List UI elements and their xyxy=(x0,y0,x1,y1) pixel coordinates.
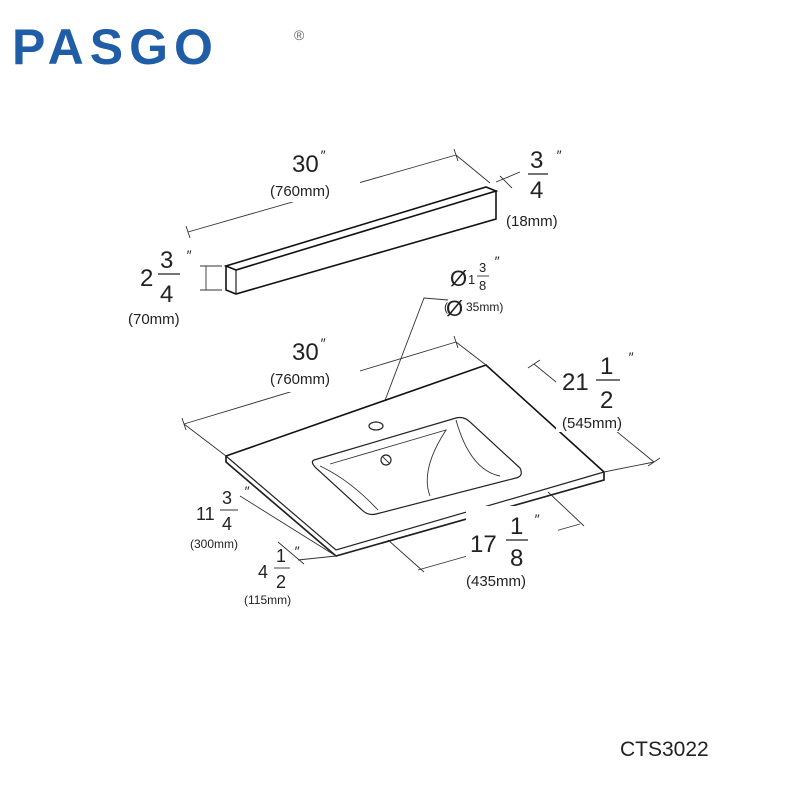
front-offset-tick xyxy=(277,541,305,565)
brand-name: PASGO xyxy=(12,19,219,75)
vanity-width-inch: ″ xyxy=(320,335,326,351)
faucet-hole-numerator: 3 xyxy=(479,260,486,275)
bowl-width-ext-left xyxy=(387,539,425,573)
backsplash-top-face xyxy=(223,186,499,271)
faucet-hole-metric: 35mm) xyxy=(466,300,503,314)
backsplash-height-whole: 2 xyxy=(140,265,153,292)
backsplash-width-label-bg xyxy=(268,146,360,202)
front-offset-denominator: 2 xyxy=(276,572,286,592)
bowl-width-inch: ″ xyxy=(534,511,540,527)
front-offset-metric: (115mm) xyxy=(244,593,291,607)
left-offset-inch: ″ xyxy=(244,483,250,499)
faucet-hole xyxy=(368,421,384,431)
backsplash-thickness-denominator: 4 xyxy=(530,177,543,204)
front-offset-ext xyxy=(297,555,337,561)
backsplash-thickness-inch: ″ xyxy=(556,147,562,163)
bowl-width-label-bg xyxy=(466,506,558,592)
left-offset-metric: (300mm) xyxy=(190,537,238,551)
basin-drain xyxy=(380,454,392,466)
bowl-width-whole: 17 xyxy=(470,531,497,558)
backsplash-height-denominator: 4 xyxy=(160,281,173,308)
backsplash-thickness-numerator: 3 xyxy=(530,147,543,174)
faucet-hole-whole: 1 xyxy=(468,272,475,287)
backsplash-drawing: 30 ″ (760mm) 3 4 ″ (18mm) 2 3 4 ″ (70mm) xyxy=(128,146,562,328)
bowl-width-numerator: 1 xyxy=(510,513,523,540)
backsplash-thickness-tick xyxy=(499,175,513,189)
left-offset-dim-line xyxy=(239,495,337,557)
backsplash-width-tick-left xyxy=(185,225,191,239)
backsplash-height-metric: (70mm) xyxy=(128,311,180,328)
faucet-hole-leader-line xyxy=(375,297,449,425)
vanity-width-ext-right xyxy=(455,341,487,366)
registered-mark: ® xyxy=(294,27,305,43)
backsplash-thickness-metric: (18mm) xyxy=(506,213,558,230)
front-offset-numerator: 1 xyxy=(276,546,286,566)
backsplash-width-value: 30 xyxy=(292,151,319,178)
backsplash-width-ext xyxy=(455,154,491,184)
vanity-width-value: 30 xyxy=(292,339,319,366)
vanity-top-upper-edge xyxy=(225,455,605,551)
model-code: CTS3022 xyxy=(620,738,709,761)
vanity-top-drawing: 30 ″ (760mm) 21 1 2 ″ (545mm) 17 1 8 ″ (… xyxy=(181,335,661,607)
left-offset-whole: 11 xyxy=(196,504,215,524)
bowl-width-denominator: 8 xyxy=(510,545,523,572)
front-offset-inch: ″ xyxy=(294,543,300,559)
brand-logo: PASGO ® xyxy=(12,19,305,75)
faucet-hole-denominator: 8 xyxy=(479,278,486,293)
vanity-width-ext-left xyxy=(183,423,227,457)
left-offset-denominator: 4 xyxy=(222,514,232,534)
faucet-hole-metric-paren: ( xyxy=(444,300,448,314)
backsplash-height-inch: ″ xyxy=(186,247,192,263)
basin-drain-cross xyxy=(382,456,390,464)
vanity-width-label-bg xyxy=(268,336,360,392)
basin-rim xyxy=(311,416,522,516)
faucet-hole-inch: ″ xyxy=(494,253,500,269)
faucet-hole-callout: Ø 1 3 8 ″ ( Ø 35mm) xyxy=(375,253,503,425)
basin-inner-contour xyxy=(319,419,501,511)
vanity-depth-tick-top xyxy=(527,359,541,369)
backsplash-thickness-ext xyxy=(495,171,521,183)
left-offset-numerator: 3 xyxy=(222,488,232,508)
faucet-hole-diameter-symbol: Ø xyxy=(450,266,467,291)
faucet-hole-metric-symbol: Ø xyxy=(446,296,463,321)
vanity-depth-numerator: 1 xyxy=(600,353,613,380)
vanity-depth-whole: 21 xyxy=(562,369,589,396)
vanity-depth-denominator: 2 xyxy=(600,387,613,414)
vanity-depth-ext xyxy=(603,461,655,473)
backsplash-width-metric: (760mm) xyxy=(270,183,330,200)
front-offset-whole: 4 xyxy=(258,562,268,582)
backsplash-width-inch: ″ xyxy=(320,147,326,163)
backsplash-height-numerator: 3 xyxy=(160,247,173,274)
vanity-depth-metric: (545mm) xyxy=(562,415,622,432)
bowl-width-ext-right xyxy=(547,491,585,527)
bowl-width-metric: (435mm) xyxy=(466,573,526,590)
vanity-depth-label-bg xyxy=(556,344,648,432)
vanity-depth-inch: ″ xyxy=(628,349,634,365)
vanity-width-metric: (760mm) xyxy=(270,371,330,388)
